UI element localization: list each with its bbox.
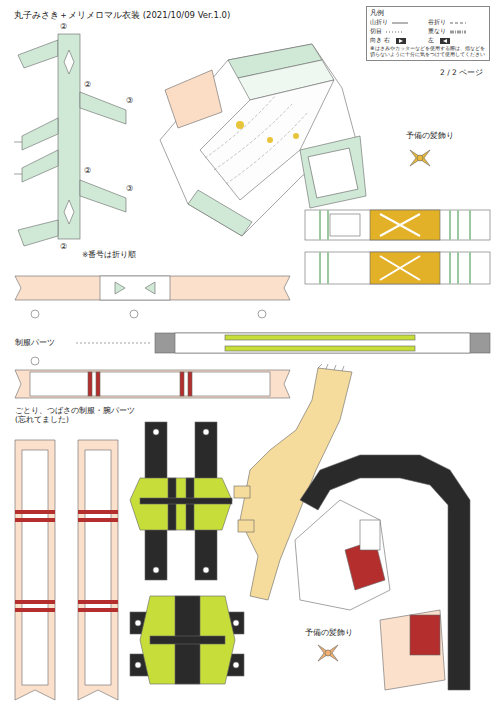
safety-note: ※はさみやカッターなどを使用する際は、指などを切らないように十分に気をつけて使用… — [370, 45, 486, 58]
callout-number: ② — [60, 22, 67, 32]
sheet-title: 丸子みさき＋メリメロマル衣装 (2021/10/09 Ver.1.0) — [14, 10, 230, 22]
legend-sample — [437, 38, 455, 44]
legend-text: 山折り — [370, 18, 388, 27]
callout-number: ② — [84, 80, 91, 90]
legend-item: 切目 — [370, 27, 428, 36]
legend-item: 左 — [428, 36, 486, 45]
legend-text: 切目 — [370, 27, 382, 36]
callout-number: ② — [60, 242, 67, 252]
legend-text: 向き 右 — [370, 36, 390, 45]
legend-sample — [449, 20, 467, 26]
callout-number: ② — [84, 166, 91, 176]
legend-item: 谷折り — [428, 18, 486, 27]
legend-item: 山折り — [370, 18, 428, 27]
legend-sample — [449, 29, 467, 35]
page-number: 2 / 2 ページ — [440, 68, 483, 77]
callout-number: ③ — [126, 184, 133, 194]
legend-heading: 凡例 — [370, 9, 486, 18]
part-label: 予備の髪飾り — [406, 131, 454, 140]
fold-order-note: ※番号は折り順 — [82, 250, 136, 259]
callout-number: ③ — [126, 96, 133, 106]
legend-sample — [393, 38, 411, 44]
legend-text: 左 — [428, 36, 434, 45]
part-label: 制服パーツ — [15, 338, 55, 347]
legend-text: 重なり — [428, 27, 446, 36]
legend-item: 向き 右 — [370, 36, 428, 45]
legend-box: 凡例山折り 谷折り切目 重なり向き 右 左※はさみやカッターなどを使用する際は、指など… — [366, 6, 490, 61]
part-label: 予備の髪飾り — [305, 628, 353, 637]
legend-item: 重なり — [428, 27, 486, 36]
legend-sample — [385, 29, 403, 35]
part-label: ごとり、つばさの制服・腕パーツ (忘れてました) — [15, 406, 135, 424]
legend-text: 谷折り — [428, 18, 446, 27]
legend-sample — [391, 20, 409, 26]
